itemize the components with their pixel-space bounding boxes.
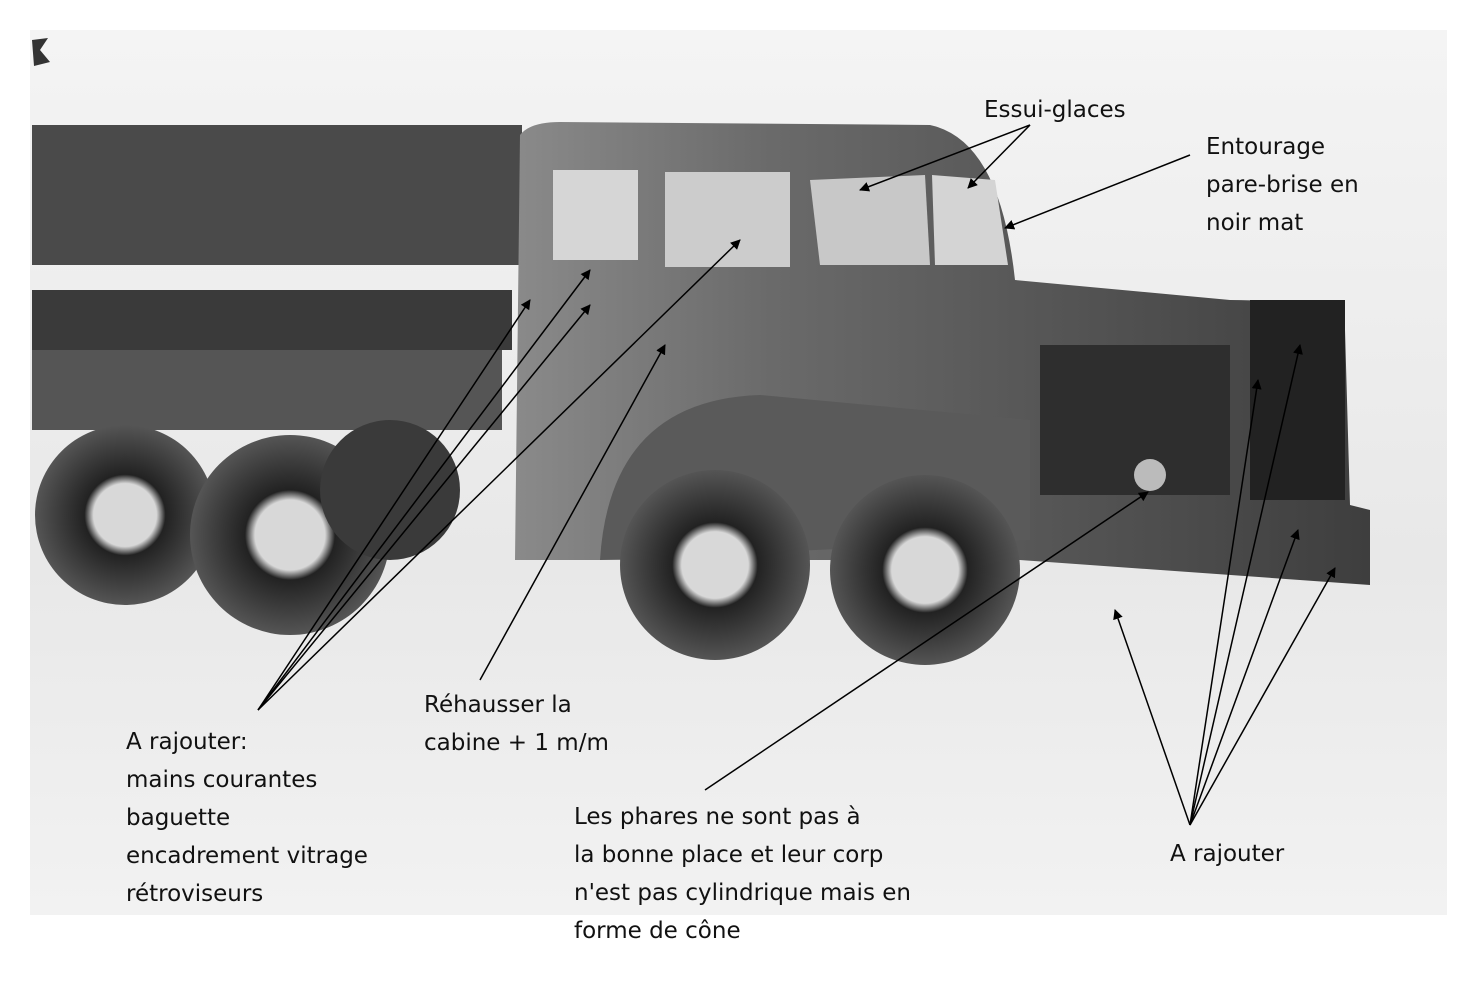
- grille: [1250, 300, 1345, 500]
- label-wipers: Essui-glaces: [984, 97, 1126, 123]
- label-line: la bonne place et leur corp: [574, 842, 884, 868]
- label-windshield-frame: Entourage pare-brise en noir mat: [1206, 128, 1359, 242]
- label-line: cabine + 1 m/m: [424, 730, 609, 756]
- corner-mark: [32, 38, 50, 66]
- windshield: [932, 175, 1008, 265]
- label-add-left: A rajouter: mains courantes baguette enc…: [126, 723, 368, 913]
- label-line: encadrement vitrage: [126, 843, 368, 869]
- label-line: forme de cône: [574, 918, 741, 944]
- windshield: [810, 175, 930, 265]
- label-line: noir mat: [1206, 210, 1304, 236]
- label-raise-cab: Réhausser la cabine + 1 m/m: [424, 686, 609, 762]
- label-line: Entourage: [1206, 134, 1326, 160]
- headlight: [1134, 459, 1166, 491]
- label-line: pare-brise en: [1206, 172, 1359, 198]
- label-line: rétroviseurs: [126, 881, 264, 907]
- wheel: [35, 425, 215, 605]
- annotation-arrows: [257, 124, 1336, 826]
- label-headlights: Les phares ne sont pas à la bonne place …: [574, 798, 911, 950]
- wheel: [830, 475, 1020, 665]
- cab-window: [553, 170, 638, 260]
- label-line: Réhausser la: [424, 692, 572, 718]
- wheel: [620, 470, 810, 660]
- label-add-right: A rajouter: [1170, 841, 1285, 867]
- label-line: baguette: [126, 805, 231, 831]
- label-line: Les phares ne sont pas à: [574, 804, 861, 830]
- trailer-deck: [32, 125, 522, 265]
- label-line: A rajouter:: [126, 729, 248, 755]
- label-line: n'est pas cylindrique mais en: [574, 880, 911, 906]
- label-line: mains courantes: [126, 767, 318, 793]
